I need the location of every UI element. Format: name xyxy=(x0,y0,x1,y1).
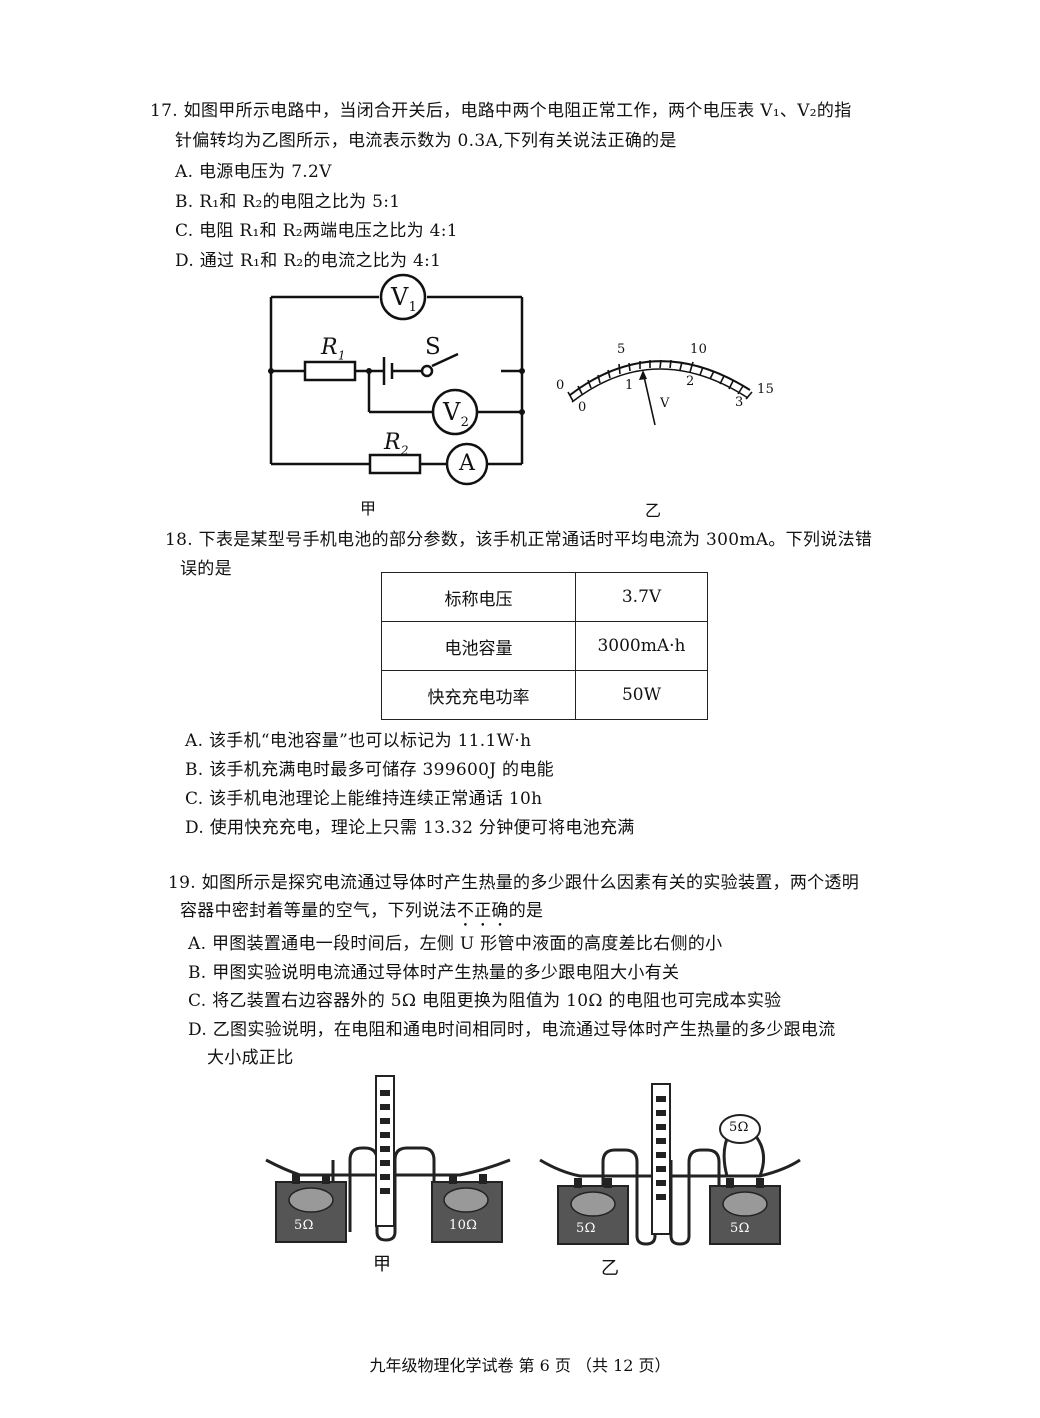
yi-right-resistor: 5Ω xyxy=(730,1221,750,1236)
dial-bottom-2: 2 xyxy=(686,374,695,389)
table-cell: 50W xyxy=(575,670,708,720)
q19-option-b: B. 甲图实验说明电流通过导体时产生热量的多少跟电阻大小有关 xyxy=(188,963,680,983)
table-cell: 3000mA·h xyxy=(575,621,708,671)
q17-option-a: A. 电源电压为 7.2V xyxy=(175,162,332,182)
yi-outside-resistor: 5Ω xyxy=(729,1120,749,1135)
jia-left-resistor: 5Ω xyxy=(294,1218,314,1233)
yi-left-resistor: 5Ω xyxy=(576,1221,596,1236)
q18-stem-line1: 18. 下表是某型号手机电池的部分参数，该手机正常通话时平均电流为 300mA。… xyxy=(165,530,873,550)
q19-stem-line1: 19. 如图所示是探究电流通过导体时产生热量的多少跟什么因素有关的实验装置，两个… xyxy=(168,873,860,893)
diagram-caption-jia: 甲 xyxy=(360,499,377,518)
v1-label: V1 xyxy=(391,283,418,315)
q18-option-d: D. 使用快充充电，理论上只需 13.32 分钟便可将电池充满 xyxy=(185,818,635,838)
battery-spec-table: 标称电压 3.7V 电池容量 3000mA·h 快充充电功率 50W xyxy=(381,572,708,720)
dial-bottom-0: 0 xyxy=(578,400,587,415)
dial-top-0: 0 xyxy=(556,378,565,393)
dial-unit: V xyxy=(660,396,670,411)
diagram-caption-yi: 乙 xyxy=(645,501,662,520)
q17-stem-line1: 17. 如图甲所示电路中，当闭合开关后，电路中两个电阻正常工作，两个电压表 V₁… xyxy=(150,101,852,121)
r2-label: R2 xyxy=(384,430,409,458)
q19-option-d-line2: 大小成正比 xyxy=(207,1048,294,1068)
apparatus-caption-jia: 甲 xyxy=(373,1254,392,1275)
jia-right-resistor: 10Ω xyxy=(449,1218,478,1233)
table-cell: 快充充电功率 xyxy=(381,670,576,720)
dial-top-5: 5 xyxy=(617,342,626,357)
table-cell: 电池容量 xyxy=(381,621,576,671)
q19-option-c: C. 将乙装置右边容器外的 5Ω 电阻更换为阻值为 10Ω 的电阻也可完成本实验 xyxy=(188,991,782,1011)
q17-option-c: C. 电阻 R₁和 R₂两端电压之比为 4:1 xyxy=(175,221,458,241)
q18-stem-line2: 误的是 xyxy=(180,559,232,579)
dial-bottom-3: 3 xyxy=(735,395,744,410)
apparatus-caption-yi: 乙 xyxy=(601,1258,620,1279)
switch-label: S xyxy=(425,334,442,360)
table-cell: 标称电压 xyxy=(381,572,576,622)
dial-top-15: 15 xyxy=(757,382,775,397)
q17-stem-line2: 针偏转均为乙图所示，电流表示数为 0.3A,下列有关说法正确的是 xyxy=(175,131,677,151)
q17-option-d: D. 通过 R₁和 R₂的电流之比为 4:1 xyxy=(175,251,442,271)
emphasis-not-correct: 不正确 xyxy=(456,901,509,921)
ammeter-label: A xyxy=(459,451,476,476)
q17-option-b: B. R₁和 R₂的电阻之比为 5:1 xyxy=(175,192,401,212)
q18-option-c: C. 该手机电池理论上能维持连续正常通话 10h xyxy=(185,789,543,809)
q18-option-b: B. 该手机充满电时最多可储存 399600J 的电能 xyxy=(185,760,554,780)
q19-stem-line2: 容器中密封着等量的空气，下列说法不正确的是 xyxy=(180,901,544,921)
dial-bottom-1: 1 xyxy=(625,378,634,393)
q19-option-d-line1: D. 乙图实验说明，在电阻和通电时间相同时，电流通过导体时产生热量的多少跟电流 xyxy=(188,1020,836,1040)
page-footer: 九年级物理化学试卷 第 6 页 （共 12 页） xyxy=(369,1356,671,1375)
table-cell: 3.7V xyxy=(575,572,708,622)
q19-option-a: A. 甲图装置通电一段时间后，左侧 U 形管中液面的高度差比右侧的小 xyxy=(188,934,723,954)
r1-label: R1 xyxy=(321,335,346,363)
table-row: 标称电压 3.7V xyxy=(381,572,708,622)
table-row: 电池容量 3000mA·h xyxy=(381,621,708,671)
dial-top-10: 10 xyxy=(690,342,708,357)
q18-option-a: A. 该手机“电池容量”也可以标记为 11.1W·h xyxy=(185,731,532,751)
v2-label: V2 xyxy=(443,398,470,430)
table-row: 快充充电功率 50W xyxy=(381,670,708,720)
